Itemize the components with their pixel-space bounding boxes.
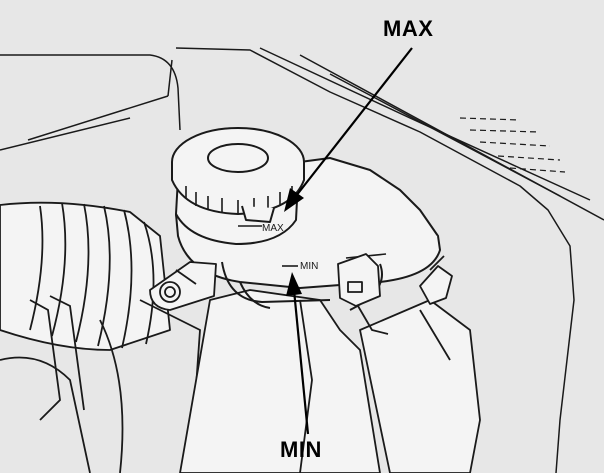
engine-block — [179, 289, 481, 473]
min-callout-label: MIN — [280, 437, 322, 462]
air-intake-duct — [0, 201, 171, 351]
max-callout-label: MAX — [383, 16, 434, 41]
panel-hatching — [459, 117, 566, 173]
hose-clip — [419, 255, 453, 305]
min-leader-arrow — [286, 272, 310, 435]
reservoir-cap — [171, 127, 305, 245]
level-sensor-connector — [337, 253, 389, 335]
mounting-bracket — [149, 261, 217, 311]
max-leader-arrow — [284, 47, 413, 212]
max-level-marking: MAX — [262, 223, 284, 234]
hood-panel-lines — [0, 47, 604, 473]
min-level-marking: MIN — [300, 261, 318, 272]
